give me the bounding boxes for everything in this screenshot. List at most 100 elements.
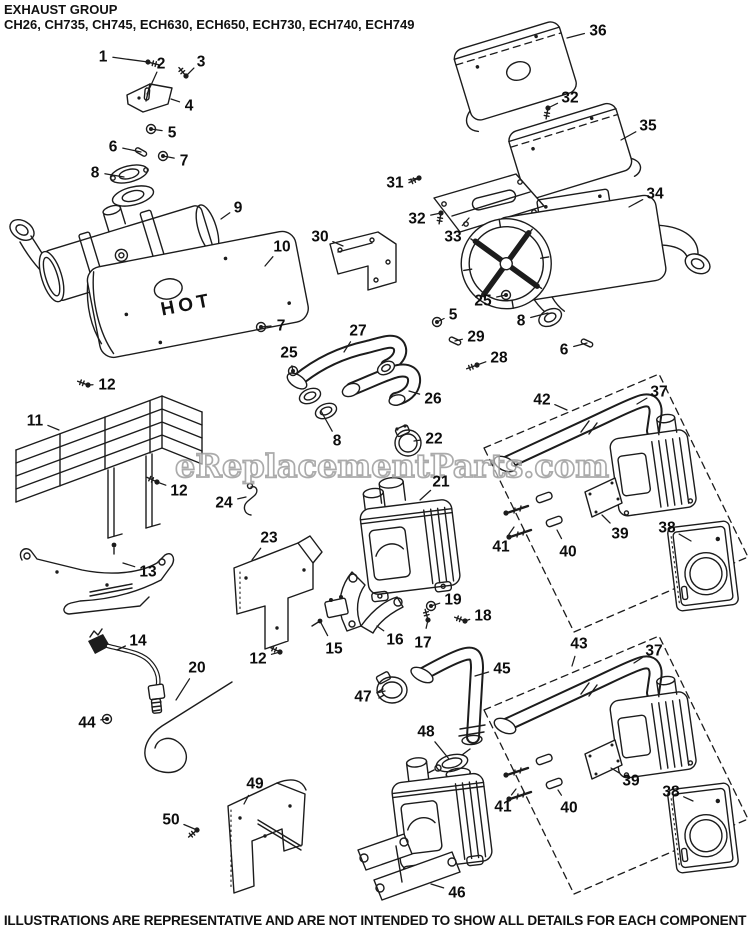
callout-22: 22 bbox=[425, 431, 442, 448]
fastener-nut-icon bbox=[255, 321, 267, 333]
fastener-pin-icon bbox=[143, 87, 151, 101]
clamp-48 bbox=[427, 748, 471, 774]
heat-shield-36 bbox=[453, 21, 577, 133]
muffler-oval-9 bbox=[9, 204, 220, 303]
baffle-plate-23 bbox=[233, 535, 323, 650]
leader-line bbox=[620, 131, 637, 141]
callout-25: 25 bbox=[474, 293, 492, 310]
fastener-nut-icon bbox=[287, 365, 299, 377]
bracket-13 bbox=[19, 548, 175, 615]
callout-44: 44 bbox=[78, 715, 96, 732]
leader-line bbox=[636, 397, 648, 405]
callout-35: 35 bbox=[639, 118, 657, 135]
leader-line bbox=[343, 341, 352, 353]
leader-line bbox=[220, 212, 231, 220]
callout-12: 12 bbox=[249, 651, 266, 668]
callout-1: 1 bbox=[99, 49, 108, 66]
leader-line bbox=[376, 625, 385, 632]
leader-line bbox=[571, 655, 576, 667]
leader-line bbox=[264, 256, 274, 267]
leader-line bbox=[332, 240, 344, 247]
elbow-tube-45 bbox=[410, 646, 486, 746]
leader-line bbox=[243, 794, 250, 805]
callout-7: 7 bbox=[277, 318, 286, 335]
fastener-screw-icon bbox=[422, 608, 431, 623]
callout-8: 8 bbox=[333, 433, 342, 450]
callout-34: 34 bbox=[646, 186, 664, 203]
callout-6: 6 bbox=[109, 139, 118, 156]
leader-line bbox=[237, 496, 247, 500]
leader-line bbox=[633, 656, 643, 664]
heat-shield-35 bbox=[508, 102, 642, 200]
exhaust-pipes-27-26 bbox=[286, 334, 422, 420]
callout-13: 13 bbox=[139, 564, 157, 581]
callout-43: 43 bbox=[570, 636, 588, 653]
leader-line bbox=[557, 789, 563, 796]
bracket-46 bbox=[357, 833, 461, 901]
leader-line bbox=[628, 198, 644, 208]
leader-line bbox=[610, 767, 620, 774]
leader-line bbox=[146, 71, 158, 95]
leader-line bbox=[122, 562, 136, 568]
callout-41: 41 bbox=[494, 799, 512, 816]
fastener-screw-icon bbox=[269, 645, 283, 655]
fastener-screw-icon bbox=[187, 827, 200, 838]
callout-37: 37 bbox=[645, 643, 662, 660]
formed-rod-20 bbox=[144, 681, 233, 774]
diagram-header: EXHAUST GROUP CH26, CH735, CH745, ECH630… bbox=[4, 2, 414, 32]
leader-line bbox=[175, 678, 191, 701]
callout-45: 45 bbox=[493, 661, 511, 678]
hose-clamp-22 bbox=[394, 424, 422, 457]
baffle-plate-49 bbox=[227, 779, 307, 894]
callout-14: 14 bbox=[129, 633, 147, 650]
muffler-bottom bbox=[391, 757, 493, 877]
model-list: CH26, CH735, CH745, ECH630, ECH650, ECH7… bbox=[4, 17, 415, 32]
callout-33: 33 bbox=[444, 229, 462, 246]
leader-line bbox=[461, 217, 470, 227]
callout-20: 20 bbox=[188, 660, 205, 677]
fastener-nut-icon bbox=[500, 289, 512, 301]
callout-28: 28 bbox=[490, 350, 508, 367]
fastener-screw-icon bbox=[465, 362, 480, 371]
exhaust-flange-gaskets-8 bbox=[109, 164, 155, 207]
callout-27: 27 bbox=[349, 323, 366, 340]
hose-clamp-47 bbox=[375, 671, 408, 704]
fastener-screw-icon bbox=[436, 210, 444, 225]
callout-36: 36 bbox=[589, 23, 607, 40]
callout-48: 48 bbox=[417, 724, 435, 741]
leader-line bbox=[104, 173, 125, 178]
callout-49: 49 bbox=[246, 776, 264, 793]
callout-2: 2 bbox=[157, 56, 166, 73]
callout-38: 38 bbox=[658, 520, 676, 537]
callout-24: 24 bbox=[215, 495, 233, 512]
fastener-screw-icon bbox=[76, 379, 91, 388]
callout-42: 42 bbox=[533, 392, 550, 409]
callout-8: 8 bbox=[91, 165, 100, 182]
callout-29: 29 bbox=[467, 329, 485, 346]
leader-line bbox=[434, 741, 450, 760]
callout-12: 12 bbox=[170, 483, 187, 500]
leader-line bbox=[376, 690, 386, 694]
callout-25: 25 bbox=[280, 345, 298, 362]
callout-50: 50 bbox=[162, 812, 179, 829]
fastener-pin-icon bbox=[134, 147, 148, 157]
leader-line bbox=[170, 98, 181, 103]
fastener-nut-icon bbox=[101, 713, 113, 725]
mount-plate-33 bbox=[433, 173, 545, 233]
callout-38: 38 bbox=[662, 784, 680, 801]
heat-shield-10: HOT bbox=[86, 230, 309, 359]
kit-box-43 bbox=[483, 635, 749, 895]
callout-12: 12 bbox=[98, 377, 115, 394]
leader-line bbox=[556, 529, 563, 540]
callout-30: 30 bbox=[311, 229, 328, 246]
callout-32: 32 bbox=[408, 211, 425, 228]
leader-line bbox=[508, 526, 515, 536]
leader-line bbox=[683, 796, 694, 802]
fastener-pin-icon bbox=[448, 336, 462, 346]
leader-line bbox=[554, 403, 568, 411]
callout-32: 32 bbox=[561, 90, 578, 107]
callout-46: 46 bbox=[448, 885, 466, 902]
callout-16: 16 bbox=[386, 632, 404, 649]
callout-40: 40 bbox=[559, 544, 576, 561]
